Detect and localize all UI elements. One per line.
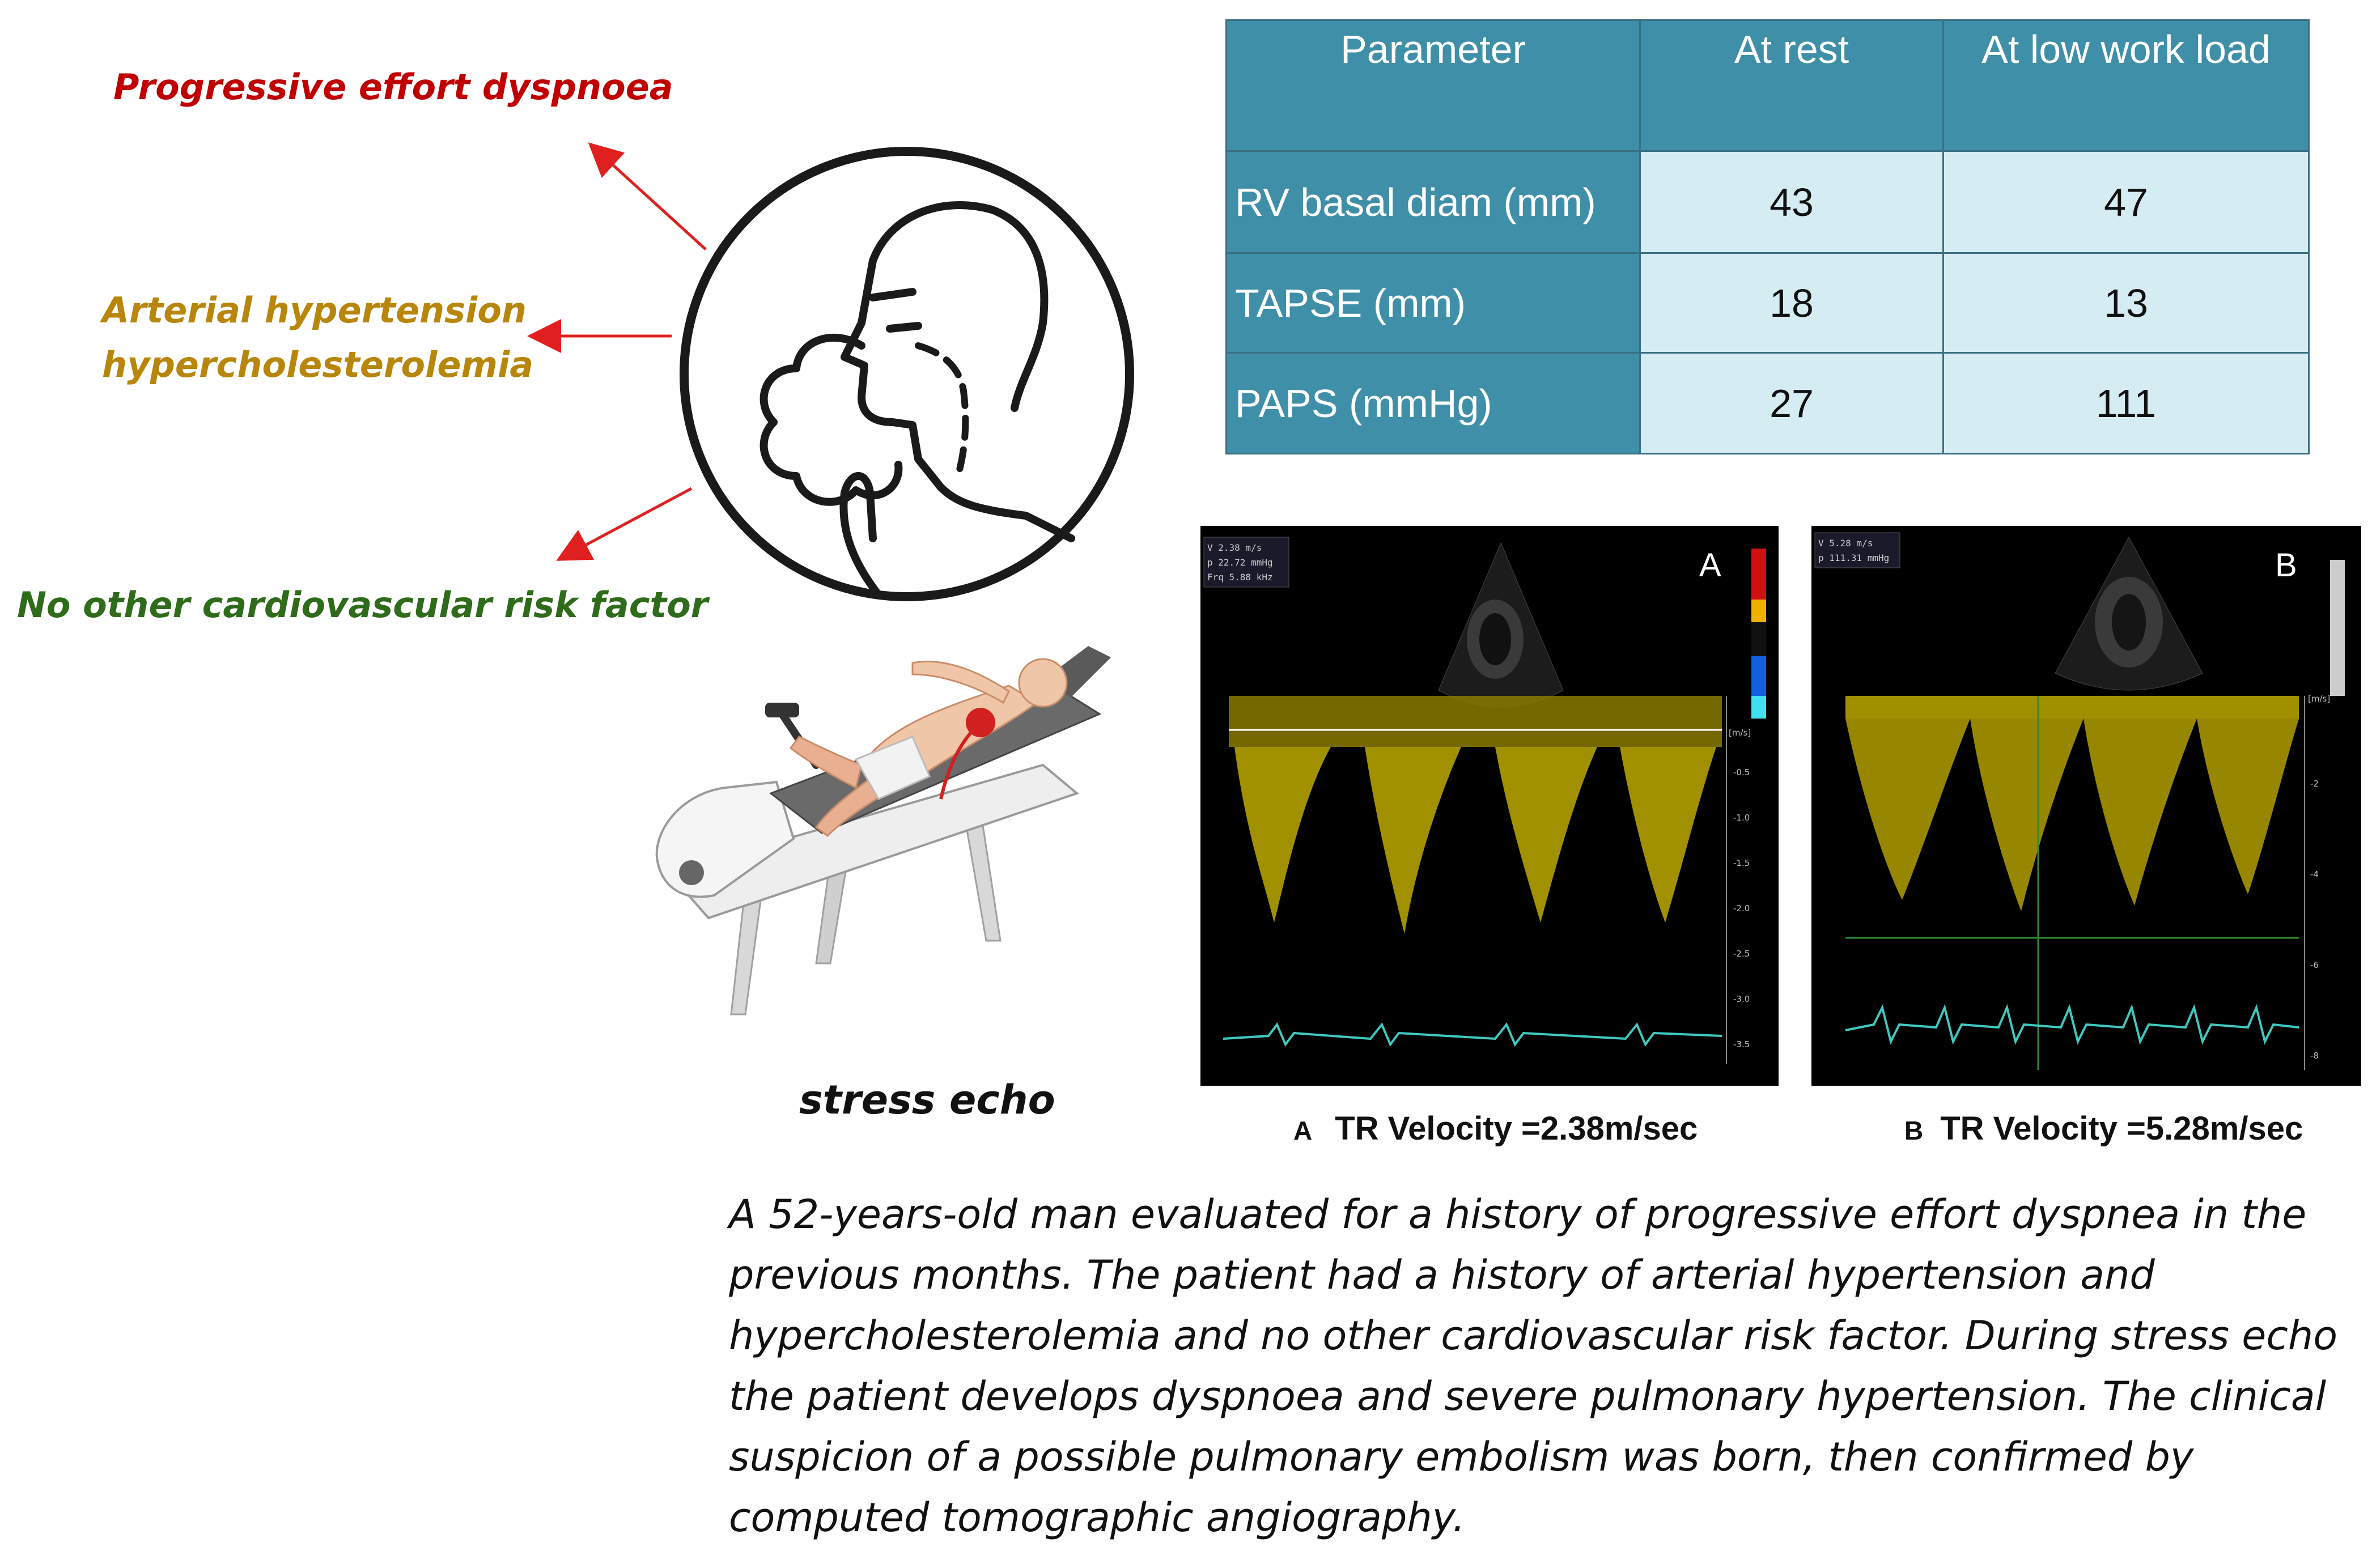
table-row: TAPSE (mm) 18 13 — [1225, 252, 2310, 354]
info-line: V 5.28 m/s — [1818, 538, 1873, 549]
info-line: Frq 5.88 kHz — [1207, 572, 1273, 583]
echo-panel-b: V 5.28 m/s p 111.31 mmHg [m/s] -2 -4 -6 … — [1811, 526, 2361, 1086]
doppler-trace-a: V 2.38 m/s p 22.72 mmHg Frq 5.88 kHz [m/… — [1200, 526, 1779, 1086]
echo-panel-a: V 2.38 m/s p 22.72 mmHg Frq 5.88 kHz [m/… — [1200, 526, 1779, 1086]
risk-label-dyspnoea: Progressive effort dyspnoea — [113, 66, 673, 108]
arrow-to-dyspnoea — [588, 142, 707, 250]
scale-tick: -8 — [2310, 1051, 2319, 1061]
arrow-to-no-other-risk — [556, 487, 693, 561]
scale-unit: [m/s] — [2308, 694, 2330, 704]
risk-label-hypertension: Arterial hypertension hypercholesterolem… — [102, 290, 534, 385]
risk-label-no-other-risk: No other cardiovascular risk factor — [17, 584, 708, 626]
table-cell-parameter: PAPS (mmHg) — [1225, 352, 1641, 454]
scale-tick: -1.5 — [1733, 858, 1750, 868]
panel-letter-a: A — [1699, 547, 1721, 584]
table-cell-parameter: TAPSE (mm) — [1225, 252, 1641, 354]
panel-letter-b: B — [2275, 547, 2297, 584]
stress-echo-label: stress echo — [799, 1077, 1055, 1123]
doppler-trace-b: V 5.28 m/s p 111.31 mmHg [m/s] -2 -4 -6 … — [1811, 526, 2361, 1086]
info-line: p 111.31 mmHg — [1818, 553, 1889, 563]
scale-tick: -2 — [2310, 779, 2319, 789]
supine-bicycle-ergometer-icon — [655, 646, 1111, 1015]
table-row: RV basal diam (mm) 43 47 — [1225, 150, 2310, 254]
caption-text: TR Velocity =5.28m/sec — [1940, 1110, 2303, 1147]
table-header-row: Parameter At rest At low work load — [1225, 19, 2310, 152]
scale-tick: -0.5 — [1733, 767, 1750, 777]
table-cell-rest: 27 — [1639, 352, 1944, 454]
table-cell-load: 111 — [1942, 352, 2310, 454]
caption-panel-a: A TR Velocity =2.38m/sec — [1293, 1110, 1698, 1148]
table-header: At low work load — [1942, 19, 2310, 152]
case-description: A 52-years-old man evaluated for a histo… — [729, 1191, 2338, 1541]
table-cell-load: 13 — [1942, 252, 2310, 354]
scale-tick: -1.0 — [1733, 813, 1750, 823]
table-cell-rest: 43 — [1639, 150, 1944, 254]
table-row: PAPS (mmHg) 27 111 — [1225, 352, 2310, 454]
table-cell-rest: 18 — [1639, 252, 1944, 354]
parameter-table: Parameter At rest At low work load RV ba… — [1225, 19, 2310, 454]
caption-panel-b: B TR Velocity =5.28m/sec — [1904, 1110, 2303, 1148]
caption-text: TR Velocity =2.38m/sec — [1335, 1110, 1698, 1147]
scale-tick: -3.5 — [1733, 1039, 1750, 1049]
scale-tick: -3.0 — [1733, 994, 1750, 1004]
coughing-person-icon — [680, 147, 1134, 601]
info-line: p 22.72 mmHg — [1207, 557, 1273, 568]
scale-tick: -2.5 — [1733, 949, 1750, 959]
scale-tick: -4 — [2310, 869, 2319, 879]
caption-letter: A — [1293, 1116, 1313, 1145]
table-header: At rest — [1639, 19, 1944, 152]
info-line: V 2.38 m/s — [1207, 542, 1262, 553]
table-cell-parameter: RV basal diam (mm) — [1225, 150, 1641, 254]
table-cell-load: 47 — [1942, 150, 2310, 254]
caption-letter: B — [1904, 1116, 1924, 1145]
scale-tick: -6 — [2310, 960, 2319, 970]
table-header: Parameter — [1225, 19, 1641, 152]
scale-tick: -2.0 — [1733, 903, 1750, 913]
scale-unit: [m/s] — [1729, 728, 1751, 738]
